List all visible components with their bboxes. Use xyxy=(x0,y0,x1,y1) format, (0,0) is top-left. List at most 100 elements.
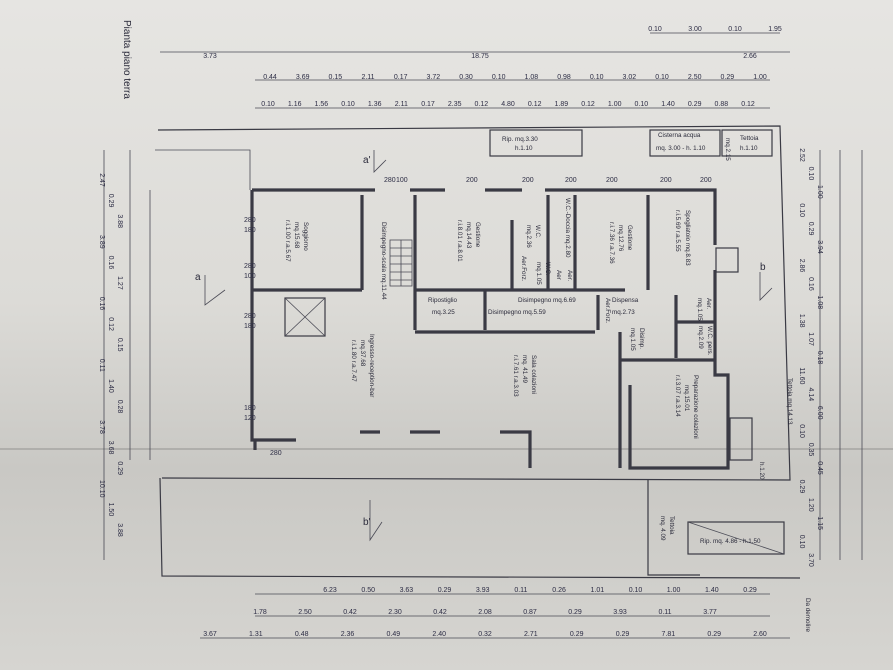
dimension-value: 1.38 xyxy=(798,314,805,328)
room-ingresso-area: mq.37.68 xyxy=(359,340,366,367)
room-wc-pers-name: W.C. pers. xyxy=(706,326,713,356)
dimension-value: 0.49 xyxy=(386,631,400,638)
room-disimpegno1: Disimpegno mq.6.69 xyxy=(518,297,576,304)
dimension-value: 0.29 xyxy=(616,631,630,638)
dimension-value: 1.31 xyxy=(249,631,263,638)
room-wc1-area: mq.2.36 xyxy=(525,225,532,248)
dimension-value: 0.10 xyxy=(629,587,643,594)
building-walls xyxy=(250,188,730,470)
dimension-value: 2.11 xyxy=(395,101,408,108)
dimension-value: 0.26 xyxy=(552,587,566,594)
room-preparazione-name: Preparazione colazioni xyxy=(692,375,699,439)
room-dispensa-name: Dispensa xyxy=(612,297,639,304)
dimension-value: 2.08 xyxy=(478,609,492,616)
dimension-value: 4.80 xyxy=(501,101,515,108)
dimension-value: 3.72 xyxy=(426,74,440,81)
room-wc1-name: W.C. xyxy=(534,225,541,239)
room-aer2: Aer. xyxy=(705,298,712,309)
dimension-value: 0.45 xyxy=(816,461,823,475)
wall-thickness-value: 100 xyxy=(396,177,408,184)
room-tettoia-top-sub: h.1.10 xyxy=(740,145,758,152)
wall-thickness-value: 200 xyxy=(522,177,534,184)
room-aer-mq: mq.1.05 xyxy=(696,298,703,321)
dimension-value: 7.81 xyxy=(661,631,675,638)
bottom-dimension-lines xyxy=(200,593,790,639)
dimension-value: 3.69 xyxy=(296,74,310,81)
dimension-value: 0.29 xyxy=(438,587,452,594)
dimension-value: 11.60 xyxy=(798,367,805,384)
dimension-value: 1.00 xyxy=(667,587,681,594)
dimension-value: 1.08 xyxy=(524,74,538,81)
section-mark-a: a xyxy=(195,272,201,283)
room-aer-forz2: Aer.Forz. xyxy=(604,298,611,324)
cistern-box xyxy=(649,129,721,157)
room-tettoia-top-name: Tettoia xyxy=(740,135,759,142)
dimension-value: 0.29 xyxy=(807,222,814,236)
dimension-value: 0.10 xyxy=(648,26,662,33)
dimension-value: 0.15 xyxy=(328,74,342,81)
canopy-top-box xyxy=(721,129,773,157)
dimension-value: 10.10 xyxy=(98,480,105,498)
dimension-value: 0.18 xyxy=(816,351,823,365)
dimension-value: 1.40 xyxy=(705,587,719,594)
room-gestione2-name: Gestione xyxy=(626,225,633,251)
dimension-value: 0.17 xyxy=(421,101,435,108)
dimension-value: 0.35 xyxy=(807,443,814,457)
dimension-value: 0.29 xyxy=(707,631,721,638)
room-wc2-name: W.C. xyxy=(544,262,551,276)
wall-thickness-value: 280 xyxy=(270,450,282,457)
dimension-value: 1.16 xyxy=(288,101,302,108)
section-mark-b-prime: b' xyxy=(363,517,371,528)
site-boundary-lower xyxy=(159,477,801,579)
dimension-value: 1.95 xyxy=(768,26,782,33)
room-gestione1-name: Gestione xyxy=(474,222,481,248)
dimension-value: 0.28 xyxy=(116,400,123,414)
section-mark-b: b xyxy=(760,262,766,273)
room-disimp3-name: Disimp. xyxy=(638,328,645,349)
room-tettoia-bottom-area: mq. 4.09 xyxy=(659,516,666,541)
dimension-value: 0.42 xyxy=(433,609,447,616)
dimension-value: 3.93 xyxy=(476,587,490,594)
dimension-value: 1.40 xyxy=(107,379,114,393)
dimension-value: 2.60 xyxy=(753,631,767,638)
left-dimensions: 2.470.293.883.890.161.270.160.120.150.11… xyxy=(98,173,123,537)
dimension-value: 3.88 xyxy=(116,214,123,228)
room-gestione2-area: mq.12.76 xyxy=(617,225,624,252)
room-h-note: h.1.20 xyxy=(758,462,765,480)
dimension-value: 2.35 xyxy=(448,101,462,108)
room-soggiorno-area: mq.15.68 xyxy=(293,222,300,249)
room-cisterna-sub: mq. 3.00 - h. 1.10 xyxy=(656,145,706,152)
dimension-value: 0.12 xyxy=(741,101,755,108)
wall-thickness-value: 200 xyxy=(466,177,478,184)
room-ripostiglio-area: mq.3.25 xyxy=(432,309,455,316)
room-gestione1-area: mq.14.43 xyxy=(465,222,472,249)
room-spogliatoio-name: Spogliatoio mq.8.83 xyxy=(684,210,691,266)
dimension-value: 1.00 xyxy=(608,101,622,108)
storage-bottom-box xyxy=(687,521,785,555)
dimension-value: 0.17 xyxy=(394,74,408,81)
wall-thickness-value: 200 xyxy=(700,177,712,184)
dimension-value: 2.11 xyxy=(361,74,374,81)
dimension-value: 1.01 xyxy=(590,587,604,594)
dimension-value: 3.00 xyxy=(688,26,702,33)
dimension-value: 1.36 xyxy=(368,101,382,108)
dimension-value: 3.88 xyxy=(116,523,123,537)
dimension-value: 2.36 xyxy=(341,631,355,638)
dimension-value: 1.00 xyxy=(753,74,767,81)
wall-thickness-value: 280 xyxy=(244,313,256,320)
room-rip-ext-name: Rip. mq.3.30 xyxy=(502,136,538,143)
dimension-value: 1.89 xyxy=(554,101,568,108)
dimension-value: 0.11 xyxy=(98,359,105,372)
room-da-demolire: Da demolire xyxy=(804,598,811,632)
room-rip-ext-sub: h.1.10 xyxy=(515,145,533,152)
room-wc-doccia-name: W.C.-Doccia mq.2.80 xyxy=(564,198,571,258)
side-annex xyxy=(715,247,739,273)
dimension-value: 0.88 xyxy=(714,101,728,108)
side-dimension-lines xyxy=(103,150,863,560)
dimension-value: 0.10 xyxy=(341,101,355,108)
